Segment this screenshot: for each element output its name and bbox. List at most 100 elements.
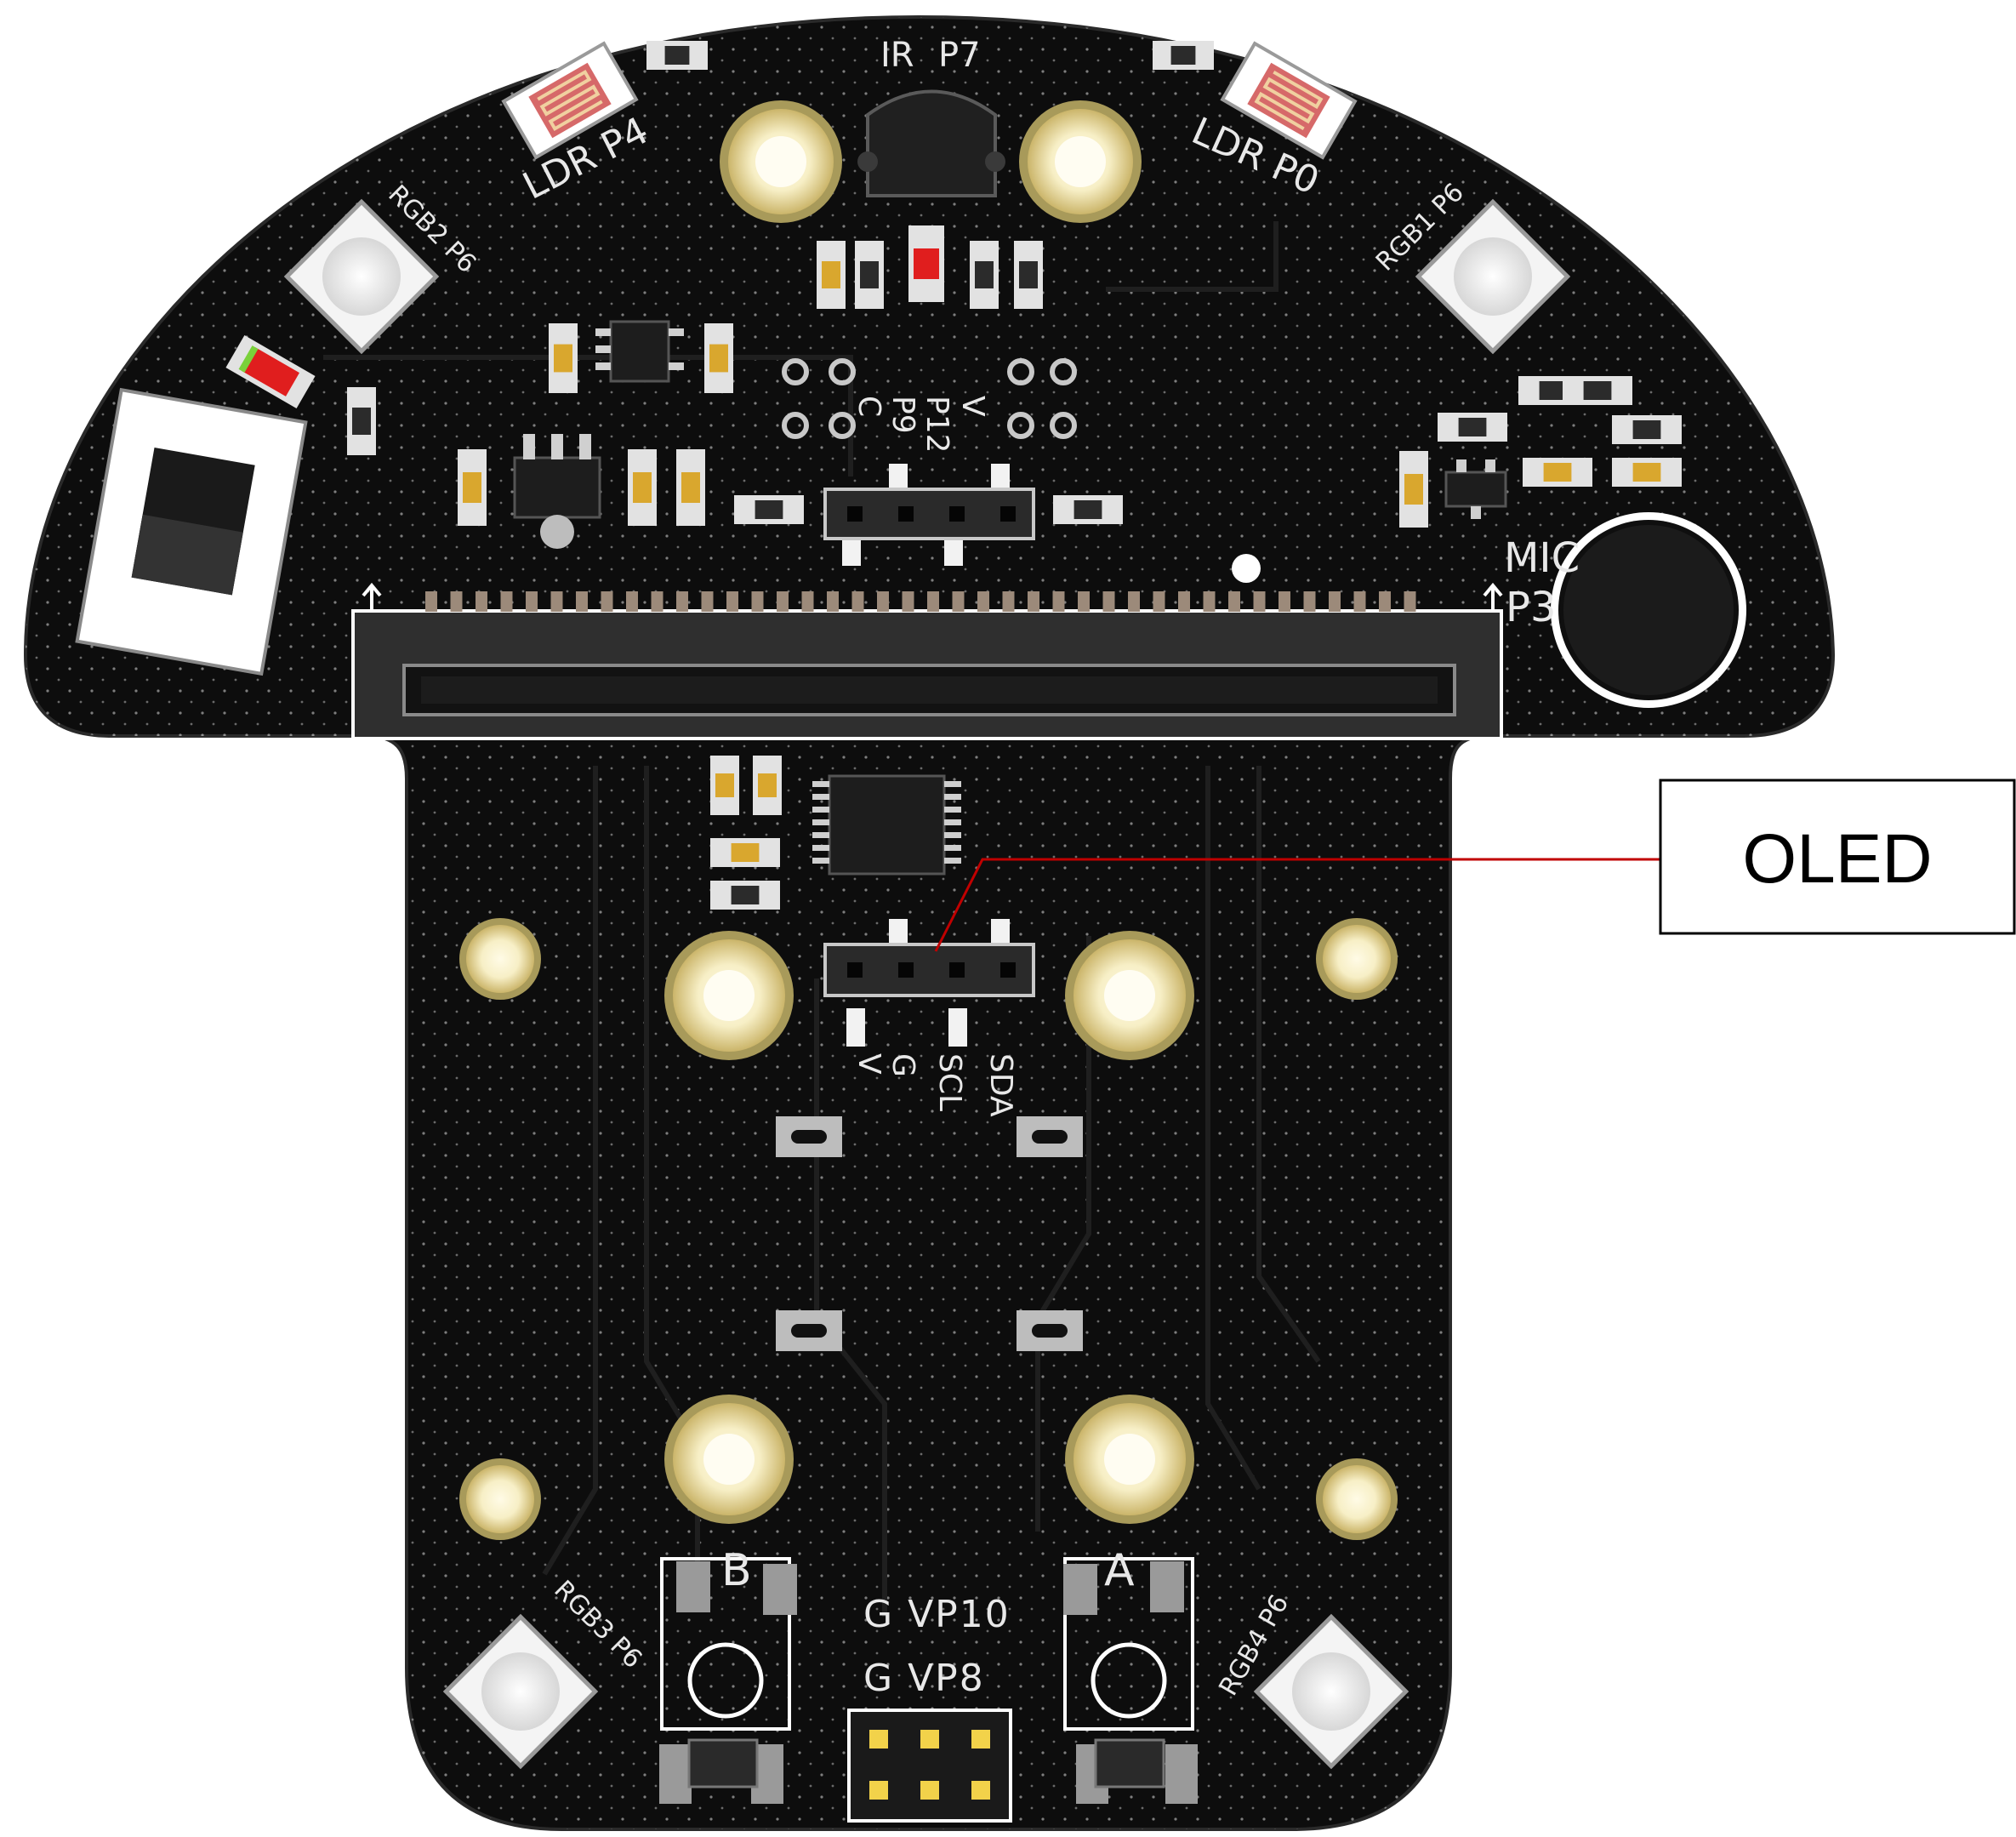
- smd-part: [817, 241, 846, 309]
- callout-box: [1659, 779, 2016, 935]
- connector-pin: [1353, 591, 1366, 612]
- rgb-led-3: [442, 1613, 599, 1770]
- connector-pin: [450, 591, 463, 612]
- smd-components: [225, 41, 1682, 910]
- smd-part: [855, 241, 884, 309]
- smd-part: [734, 495, 804, 524]
- connector-pin: [827, 591, 839, 612]
- connector-pin: [952, 591, 965, 612]
- connector-pin: [1002, 591, 1015, 612]
- connector-pin: [651, 591, 663, 612]
- label-p3: P3: [1506, 584, 1556, 631]
- connector-pin: [751, 591, 764, 612]
- small-pad-left-lower: [459, 1458, 541, 1540]
- ldr-sensor-left: [501, 41, 639, 160]
- connector-pin: [626, 591, 638, 612]
- smd-part: [753, 756, 782, 815]
- fiducial-dot: [1232, 554, 1261, 583]
- label-header-p12: P12: [920, 396, 954, 454]
- connector-pin: [1052, 591, 1065, 612]
- connector-pin: [1228, 591, 1240, 612]
- connector-pin: [425, 591, 437, 612]
- label-header-p9: P9: [886, 396, 920, 434]
- smd-part: [1612, 415, 1682, 444]
- connector-pin: [801, 591, 814, 612]
- smd-part: [549, 323, 578, 393]
- label-button-b: B: [721, 1545, 752, 1596]
- label-oled-scl: SCL: [932, 1053, 967, 1111]
- smd-part: [908, 225, 944, 302]
- connector-pin: [1028, 591, 1039, 612]
- connector-pin: [927, 591, 939, 612]
- oval-pad-3: [776, 1310, 842, 1351]
- connector-arrows: [362, 582, 1503, 609]
- oval-pads: [776, 1116, 1083, 1351]
- ir-receiver: [857, 89, 1005, 197]
- edge-connector: [351, 609, 1503, 740]
- connector-pin: [1379, 591, 1391, 612]
- label-oled-sda: SDA: [983, 1053, 1018, 1117]
- label-pin-row-1: G VP10: [863, 1593, 1011, 1636]
- oval-pad-2: [1017, 1116, 1083, 1157]
- connector-pin: [1128, 591, 1140, 612]
- connector-pin: [1253, 591, 1266, 612]
- connector-pin: [1329, 591, 1341, 612]
- connector-pin: [476, 591, 487, 612]
- status-led: [225, 334, 316, 409]
- smd-part: [1612, 458, 1682, 487]
- smd-part: [628, 449, 657, 526]
- oled-callout: OLED: [934, 779, 2016, 952]
- label-ir: IR: [880, 36, 914, 75]
- connector-pin: [851, 591, 864, 612]
- button-a: [1063, 1557, 1198, 1804]
- mount-hole-mid-left: [664, 931, 794, 1060]
- voltage-regulator: [513, 434, 601, 549]
- small-pad-left-upper: [459, 918, 541, 1000]
- smd-part: [458, 449, 487, 526]
- label-button-a: A: [1104, 1545, 1135, 1596]
- button-b: [659, 1557, 797, 1804]
- ic-driver-chip: [812, 774, 961, 876]
- connector-pin: [500, 591, 513, 612]
- mount-hole-mid-right: [1065, 931, 1194, 1060]
- connector-pin: [902, 591, 914, 612]
- connector-pin: [977, 591, 989, 612]
- connector-pin: [1153, 591, 1165, 612]
- smd-part: [676, 449, 705, 526]
- connector-pin: [726, 591, 738, 612]
- connector-pin: [676, 591, 688, 612]
- connector-pin: [1279, 591, 1290, 612]
- connector-pin: [550, 591, 563, 612]
- smd-part: [1438, 413, 1507, 442]
- label-p7: P7: [938, 36, 981, 75]
- smd-part: [347, 387, 376, 455]
- rgb-led-1: [1415, 198, 1571, 355]
- connector-pin: [1178, 591, 1190, 612]
- mount-hole-low-left: [664, 1395, 794, 1524]
- label-pin-row-2: G VP8: [863, 1657, 985, 1700]
- ic-chip-upper: [595, 320, 684, 383]
- mount-hole-top-right: [1019, 100, 1142, 223]
- top-header: [823, 464, 1035, 566]
- connector-pin: [1404, 591, 1416, 612]
- bottom-pin-header: [847, 1709, 1012, 1823]
- edge-connector-pins: [425, 591, 1416, 612]
- connector-pin: [877, 591, 889, 612]
- power-slide-switch: [75, 387, 308, 676]
- smd-part: [1014, 241, 1043, 309]
- label-oled-v: V: [851, 1053, 886, 1075]
- mount-hole-top-left: [720, 100, 842, 223]
- oval-pad-4: [1017, 1310, 1083, 1351]
- smd-part: [646, 41, 708, 70]
- transistor-right: [1444, 459, 1507, 519]
- smd-part: [1153, 41, 1214, 70]
- smd-part: [710, 838, 780, 867]
- connector-pin: [777, 591, 789, 612]
- microphone: [1551, 512, 1746, 708]
- smd-part: [704, 323, 733, 393]
- rgb-led-4: [1253, 1613, 1409, 1770]
- oval-pad-1: [776, 1116, 842, 1157]
- oled-header: [823, 919, 1035, 1047]
- callout-label: OLED: [1742, 820, 1932, 898]
